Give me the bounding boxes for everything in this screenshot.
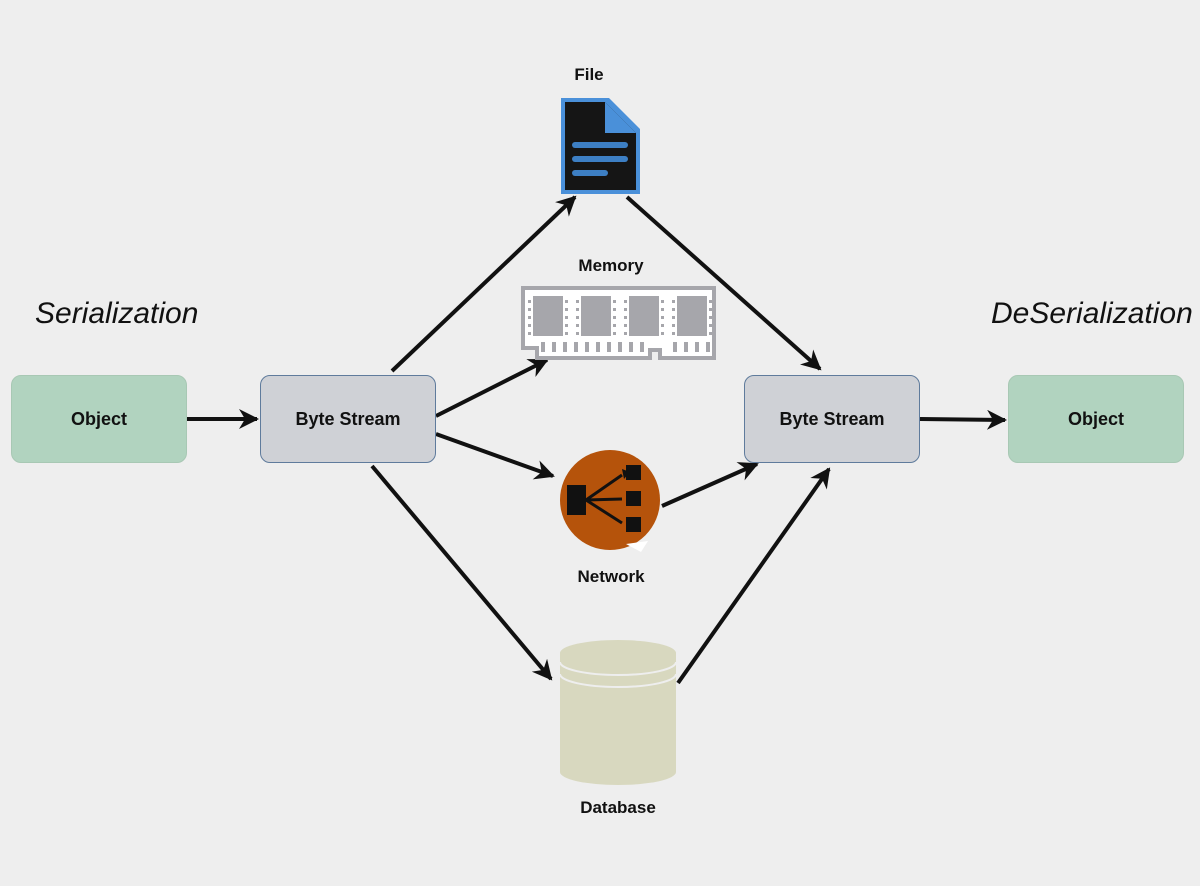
arrow-stream-to-network — [435, 432, 555, 480]
arrows — [186, 195, 1007, 685]
database-label: Database — [580, 798, 656, 817]
database-cylinder-icon — [559, 640, 677, 785]
target-byte-stream-node: Byte Stream — [744, 375, 920, 463]
source-byte-stream-label: Byte Stream — [295, 408, 401, 429]
file-document-icon — [561, 98, 640, 194]
arrow-network-to-stream — [661, 462, 759, 508]
arrow-database-to-stream — [676, 467, 831, 685]
memory-module-icon — [521, 286, 716, 360]
network-label: Network — [577, 567, 645, 586]
arrow-stream-to-file — [390, 195, 577, 373]
source-object-node: Object — [11, 375, 187, 463]
source-byte-stream-node: Byte Stream — [260, 375, 436, 463]
deserialization-heading: DeSerialization — [991, 297, 1193, 330]
target-object-label: Object — [1067, 408, 1124, 429]
arrow-stream-to-database — [370, 464, 553, 681]
arrow-stream-to-object — [919, 409, 1007, 430]
arrow-stream-to-memory — [435, 358, 549, 418]
target-object-node: Object — [1008, 375, 1184, 463]
source-object-label: Object — [70, 408, 127, 429]
serialization-heading: Serialization — [35, 297, 199, 330]
file-label: File — [574, 65, 604, 84]
network-hub-icon — [560, 450, 660, 552]
memory-label: Memory — [578, 256, 644, 275]
target-byte-stream-label: Byte Stream — [779, 408, 885, 429]
arrow-file-to-stream — [625, 195, 822, 371]
